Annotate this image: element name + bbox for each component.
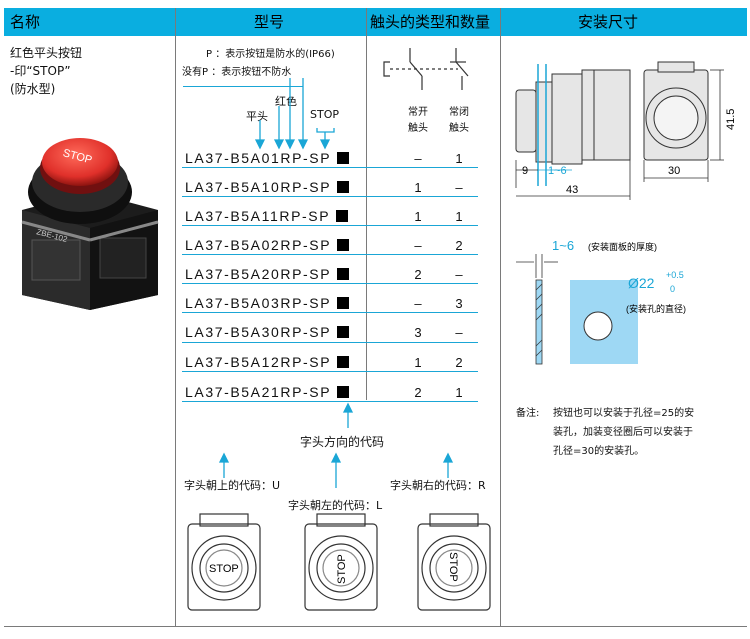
- count-nc: 2: [455, 238, 463, 253]
- count-no: 1: [414, 180, 422, 195]
- product-name-line3: (防水型): [10, 82, 56, 96]
- row-line: [182, 312, 478, 313]
- note-label: 备注:: [516, 408, 540, 419]
- count-no: 1: [414, 355, 422, 370]
- table-header: [4, 8, 747, 36]
- dim-41-5: 41.5: [725, 109, 737, 130]
- orientation-up-label: 字头朝上的代码：U: [184, 479, 281, 492]
- count-no: 1: [414, 209, 422, 224]
- model-code: LA37-B5A03RP-SP: [185, 295, 332, 311]
- panel-thickness-range: 1~6: [552, 238, 574, 253]
- note-line2: 装孔，加装变径圈后可以安装于: [553, 427, 693, 438]
- row-line: [182, 401, 478, 402]
- row-line: [182, 283, 478, 284]
- row-line: [182, 371, 478, 372]
- contact-no-label1: 常开: [408, 107, 428, 118]
- col-divider-3: [500, 8, 501, 626]
- hole-diameter-label: (安装孔的直径): [626, 303, 686, 314]
- count-no: 2: [414, 385, 422, 400]
- header-name: 名称: [10, 13, 41, 31]
- count-no: –: [414, 296, 422, 311]
- dim-9: 9: [522, 165, 528, 177]
- model-code: LA37-B5A10RP-SP: [185, 179, 332, 195]
- model-row-6: LA37-B5A03RP-SP: [185, 295, 350, 311]
- product-photo: ZBE-102 STOP: [21, 138, 159, 310]
- model-code: LA37-B5A20RP-SP: [185, 266, 332, 282]
- note-line1: 按钮也可以安装于孔径=25的安: [553, 408, 695, 419]
- model-code: LA37-B5A21RP-SP: [185, 384, 332, 400]
- dim-30: 30: [668, 165, 680, 177]
- panel-cutout-drawing: 1~6 (安装面板的厚度) Ø22 +0.5 0 (安装孔的直径): [516, 238, 686, 365]
- count-no: –: [414, 151, 422, 166]
- row-line: [182, 254, 478, 255]
- model-row-8: LA37-B5A12RP-SP: [185, 354, 350, 370]
- model-row-4: LA37-B5A02RP-SP: [185, 237, 350, 253]
- orientation-arrows: [218, 402, 454, 488]
- count-nc: 2: [455, 355, 463, 370]
- row-line: [182, 167, 478, 168]
- stop-right-text: STOP: [447, 552, 459, 582]
- dim-43: 43: [566, 184, 578, 196]
- count-nc: –: [455, 180, 463, 195]
- model-row-5: LA37-B5A20RP-SP: [185, 266, 350, 282]
- count-nc: –: [455, 267, 463, 282]
- orientation-left-label: 字头朝左的代码：L: [288, 499, 383, 512]
- model-code: LA37-B5A12RP-SP: [185, 354, 332, 370]
- legend-p-line: P ：表示按钮是防水的(IP66): [206, 49, 335, 60]
- legend-stop: STOP: [310, 108, 339, 121]
- model-row-2: LA37-B5A10RP-SP: [185, 179, 350, 195]
- header-dims: 安装尺寸: [578, 13, 639, 31]
- contact-nc-label2: 触头: [449, 123, 469, 134]
- legend-flat: 平头: [246, 110, 268, 123]
- model-row-1: LA37-B5A01RP-SP: [185, 150, 350, 166]
- contact-nc-label1: 常闭: [449, 107, 469, 118]
- panel-thickness-label: (安装面板的厚度): [588, 241, 657, 252]
- legend-red: 红色: [275, 95, 297, 108]
- orientation-right-label: 字头朝右的代码：R: [390, 479, 486, 492]
- model-row-3: LA37-B5A11RP-SP: [185, 208, 349, 224]
- count-no: 2: [414, 267, 422, 282]
- dim-1-6: 1~6: [548, 165, 567, 177]
- col-divider-2: [366, 8, 367, 400]
- row-line: [182, 225, 478, 226]
- note-line3: 孔径=30的安装孔。: [553, 446, 645, 457]
- dimension-drawing: 9 1~6 43 30 41.5: [515, 61, 737, 200]
- stop-left-text: STOP: [336, 554, 348, 584]
- hole-diameter: Ø22: [628, 275, 655, 291]
- orientation-drawings: STOP STOP STOP: [187, 513, 491, 611]
- row-line: [182, 196, 478, 197]
- row-line: [182, 342, 478, 343]
- header-model: 型号: [254, 13, 285, 31]
- product-name-line1: 红色平头按钮: [10, 46, 83, 60]
- model-code: LA37-B5A02RP-SP: [185, 237, 332, 253]
- hole-tolerance-lower: 0: [670, 284, 675, 294]
- contact-no-label2: 触头: [408, 123, 428, 134]
- stop-up-text: STOP: [209, 563, 239, 575]
- count-no: –: [414, 238, 422, 253]
- count-nc: 3: [455, 296, 463, 311]
- count-nc: 1: [455, 151, 463, 166]
- legend-nop-line: 没有P ：表示按钮不防水: [182, 67, 292, 78]
- hole-tolerance-upper: +0.5: [666, 270, 684, 280]
- direction-code-label: 字头方向的代码: [300, 435, 385, 449]
- contact-symbol: [383, 48, 469, 90]
- col-divider-1: [175, 8, 176, 626]
- model-code: LA37-B5A01RP-SP: [185, 150, 332, 166]
- legend-arrows: [254, 78, 335, 150]
- count-nc: 1: [455, 209, 463, 224]
- table-bottom-border: [4, 626, 747, 627]
- legend-underline: [183, 86, 303, 87]
- count-nc: –: [455, 325, 463, 340]
- count-nc: 1: [455, 385, 463, 400]
- count-no: 3: [414, 325, 422, 340]
- model-row-7: LA37-B5A30RP-SP: [185, 324, 350, 340]
- header-contacts: 触头的类型和数量: [370, 13, 491, 31]
- model-code: LA37-B5A11RP-SP: [185, 208, 331, 224]
- model-row-9: LA37-B5A21RP-SP: [185, 384, 350, 400]
- product-name-line2: -印“STOP”: [10, 64, 71, 78]
- model-code: LA37-B5A30RP-SP: [185, 324, 332, 340]
